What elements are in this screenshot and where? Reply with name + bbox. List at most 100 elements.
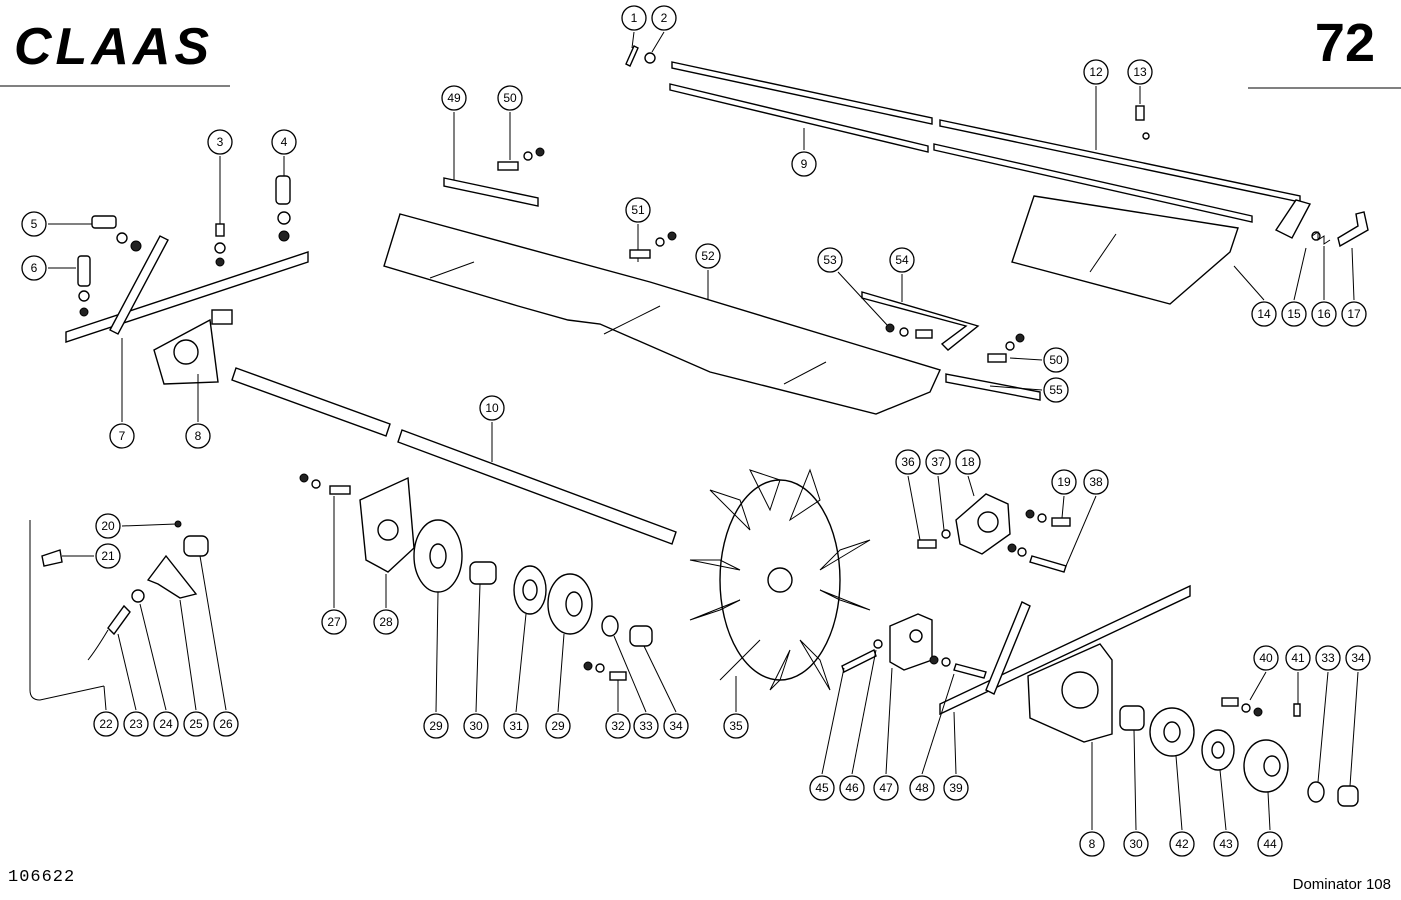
callout-circle	[839, 775, 865, 801]
callout-label: 30	[469, 719, 483, 733]
callout-label: 50	[503, 91, 517, 105]
callout-circle	[1123, 831, 1149, 857]
callout-24: 24	[153, 711, 179, 737]
callout-label: 7	[119, 429, 126, 443]
callout-35: 35	[723, 713, 749, 739]
callout-label: 33	[1321, 651, 1335, 665]
callout-circle	[1083, 469, 1109, 495]
callout-label: 29	[551, 719, 565, 733]
callout-circle	[21, 255, 47, 281]
callout-circle	[183, 711, 209, 737]
callout-34: 34	[1345, 645, 1371, 671]
callout-26: 26	[213, 711, 239, 737]
callout-44: 44	[1257, 831, 1283, 857]
callout-29: 29	[423, 713, 449, 739]
callout-8: 8	[185, 423, 211, 449]
callout-23: 23	[123, 711, 149, 737]
callout-circle	[479, 395, 505, 421]
callout-7: 7	[109, 423, 135, 449]
callout-label: 27	[327, 615, 341, 629]
callout-label: 23	[129, 717, 143, 731]
callout-22: 22	[93, 711, 119, 737]
callout-label: 2	[661, 11, 668, 25]
callout-label: 55	[1049, 383, 1063, 397]
callout-label: 17	[1347, 307, 1361, 321]
callout-label: 3	[217, 135, 224, 149]
callout-15: 15	[1281, 301, 1307, 327]
callout-circle	[1345, 645, 1371, 671]
callout-9: 9	[791, 151, 817, 177]
callout-circle	[441, 85, 467, 111]
callout-circle	[1043, 347, 1069, 373]
right-bracket-assembly	[821, 584, 1359, 831]
fan-housing-cover	[383, 213, 941, 415]
callout-label: 10	[485, 401, 499, 415]
callout-circle	[1253, 645, 1279, 671]
callout-circle	[109, 423, 135, 449]
callout-39: 39	[943, 775, 969, 801]
callout-label: 28	[379, 615, 393, 629]
callout-circle	[817, 247, 843, 273]
left-bracket-assembly	[48, 156, 309, 422]
callout-label: 46	[845, 781, 859, 795]
callout-47: 47	[873, 775, 899, 801]
small-bars	[443, 112, 1043, 401]
callout-label: 45	[815, 781, 829, 795]
callout-label: 29	[429, 719, 443, 733]
callout-circle	[873, 775, 899, 801]
callout-38: 38	[1083, 469, 1109, 495]
callout-label: 24	[159, 717, 173, 731]
callout-label: 16	[1317, 307, 1331, 321]
callout-circle	[1079, 831, 1105, 857]
callout-circle	[153, 711, 179, 737]
callout-31: 31	[503, 713, 529, 739]
callout-label: 21	[101, 549, 115, 563]
callout-label: 33	[639, 719, 653, 733]
callout-label: 47	[879, 781, 893, 795]
callout-circle	[1083, 59, 1109, 85]
fan-shaft	[231, 367, 677, 545]
callout-42: 42	[1169, 831, 1195, 857]
callout-circle	[373, 609, 399, 635]
callout-27: 27	[321, 609, 347, 635]
callout-circle	[95, 513, 121, 539]
callout-label: 51	[631, 203, 645, 217]
callout-circle	[889, 247, 915, 273]
callout-label: 30	[1129, 837, 1143, 851]
callout-circle	[1213, 831, 1239, 857]
callout-circle	[909, 775, 935, 801]
callout-30: 30	[1123, 831, 1149, 857]
callout-52: 52	[695, 243, 721, 269]
callout-label: 13	[1133, 65, 1147, 79]
callout-45: 45	[809, 775, 835, 801]
callout-36: 36	[895, 449, 921, 475]
callout-circle	[1315, 645, 1341, 671]
callout-label: 34	[669, 719, 683, 733]
callout-40: 40	[1253, 645, 1279, 671]
callout-circle	[463, 713, 489, 739]
callout-43: 43	[1213, 831, 1239, 857]
callout-41: 41	[1285, 645, 1311, 671]
callout-circle	[1127, 59, 1153, 85]
callout-33: 33	[633, 713, 659, 739]
callout-circle	[95, 543, 121, 569]
callout-circle	[925, 449, 951, 475]
callout-circle	[651, 5, 677, 31]
callout-circle	[955, 449, 981, 475]
top-pin-washer	[625, 31, 665, 67]
callout-circle	[695, 243, 721, 269]
callout-circle	[1051, 469, 1077, 495]
callout-label: 19	[1057, 475, 1071, 489]
callout-29: 29	[545, 713, 571, 739]
callout-label: 34	[1351, 651, 1365, 665]
callout-label: 52	[701, 249, 715, 263]
callout-20: 20	[95, 513, 121, 539]
callout-circle	[21, 211, 47, 237]
callout-17: 17	[1341, 301, 1367, 327]
callout-label: 41	[1291, 651, 1305, 665]
callout-5: 5	[21, 211, 47, 237]
callout-circle	[213, 711, 239, 737]
